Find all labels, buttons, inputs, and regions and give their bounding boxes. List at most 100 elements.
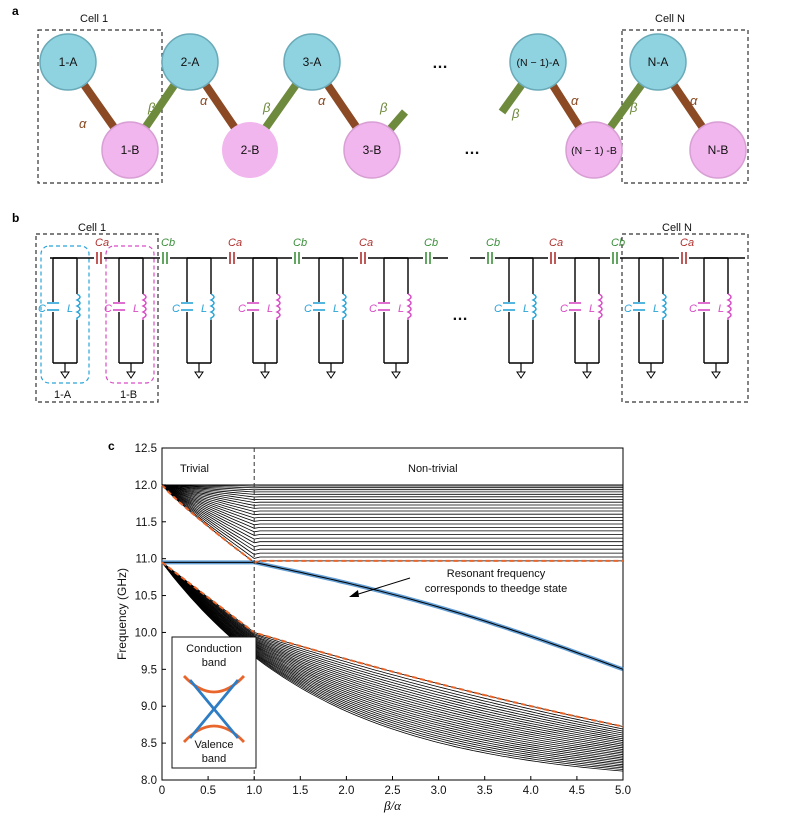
site-b-box [105,245,155,384]
band-line [161,484,623,526]
l-label: L [267,303,273,315]
l-label: L [589,303,595,315]
ellipsis: … [464,141,480,158]
node-label: (N − 1) -B [571,145,617,157]
l-label: L [523,303,529,315]
cap-gap [548,252,558,264]
band-line [161,484,623,529]
cap-gap [114,302,124,312]
alpha-label: α [690,93,698,108]
panel-a: a Cell 1 Cell N α β α β α β β α [12,4,749,184]
x-tick-label: 3.5 [477,785,493,797]
x-tick-label: 5.0 [615,785,631,797]
band-line [161,484,623,493]
cap-gap [634,302,644,312]
l-label: L [201,303,207,315]
x-tick-label: 4.5 [569,785,585,797]
inductor [209,293,215,320]
panel-a-label: a [12,4,19,18]
y-tick-label: 12.0 [135,480,157,492]
alpha-label: α [79,116,87,131]
beta-label: β [379,100,388,115]
band-line [161,484,623,540]
cell-n-label: Cell N [655,13,685,25]
ca-label: Ca [359,237,373,249]
band-line [161,484,623,548]
l-label: L [333,303,339,315]
band-line [161,562,624,750]
ellipsis: … [432,55,448,72]
band-line [161,562,624,756]
band-line [161,484,623,512]
c-label: C [104,303,112,315]
band-line [161,484,623,501]
inductor [597,293,603,320]
band-edge-series [161,484,623,564]
inset: Conduction band Valence band [171,636,257,769]
y-tick-label: 11.5 [135,517,157,529]
node-a [161,33,219,91]
cap-gap [504,302,514,312]
node-b [222,122,278,178]
cell-1-label: Cell 1 [78,222,106,234]
inset-conduction: Conduction [186,643,242,655]
node-b [565,121,623,179]
band-line [161,484,623,489]
ca-label: Ca [680,237,694,249]
ground-icon [326,371,336,379]
c-label: C [624,303,632,315]
c-label: C [369,303,377,315]
band-line [161,484,623,487]
y-tick-label: 8.5 [141,738,157,750]
inductor [75,293,81,320]
node-a [39,33,97,91]
y-tick-label: 12.5 [135,443,157,455]
ground-icon [194,371,204,379]
node-a [629,33,687,91]
cap-gap [48,302,58,312]
c-label: C [560,303,568,315]
cb-label: Cb [486,237,500,249]
cb-label: Cb [293,237,307,249]
band-line [161,484,623,559]
ca-label: Ca [549,237,563,249]
y-tick-label: 9.5 [141,664,157,676]
y-tick-label: 8.0 [141,775,157,787]
cell-1-label: Cell 1 [80,13,108,25]
y-tick-label: 9.0 [141,701,157,713]
node-label: 2-A [181,55,200,69]
cap-gap [160,252,170,264]
cell-1-box [35,233,159,403]
band-line [161,562,624,749]
beta-label: β [511,106,520,121]
cap-gap [94,252,104,264]
alpha-label: α [200,93,208,108]
node-a [509,33,567,91]
band-line [161,562,624,752]
panel-b-label: b [12,211,19,225]
l-label: L [67,303,73,315]
ground-icon [646,371,656,379]
inset-valence: Valence [195,739,234,751]
site-a-box [40,245,90,384]
ground-icon [582,371,592,379]
l-label: L [653,303,659,315]
ground-icon [516,371,526,379]
band-line [161,562,624,738]
band-line [161,562,624,730]
inset-valence-band: band [202,753,226,765]
band-line [161,484,623,555]
cap-gap [227,252,237,264]
band-line [161,484,623,509]
band-line [161,484,623,551]
annotation-arrow [351,577,411,597]
band-line [161,562,624,745]
node-a [283,33,341,91]
band-line [161,484,623,516]
ground-icon [711,371,721,379]
region-trivial-label: Trivial [180,463,209,475]
inductor [141,293,147,320]
